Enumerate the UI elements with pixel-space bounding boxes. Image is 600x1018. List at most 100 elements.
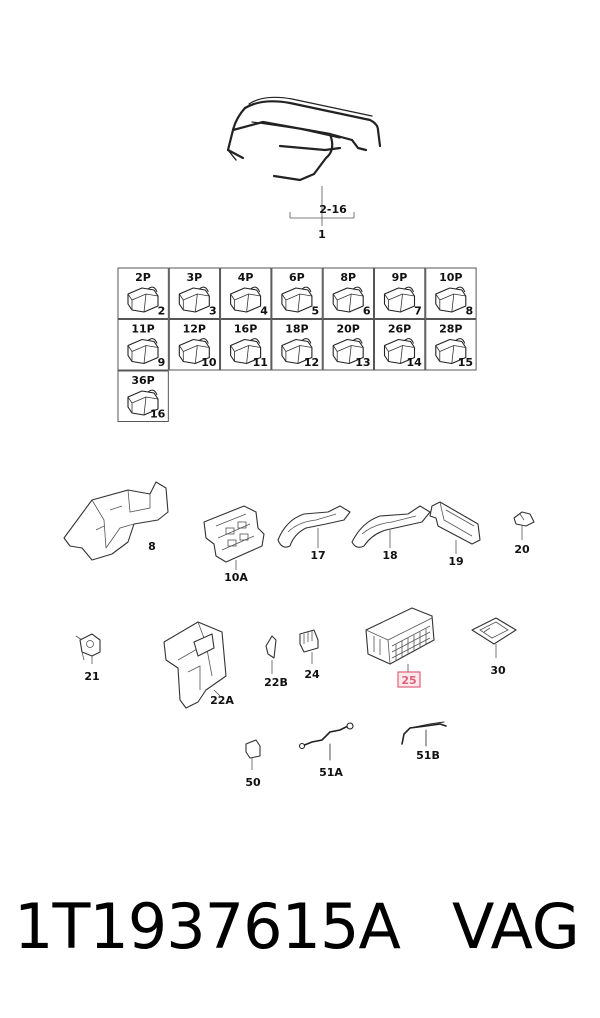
connector-cell: 4P 4	[220, 267, 272, 319]
connector-icon	[332, 338, 364, 365]
connector-item-number: 3	[209, 305, 217, 318]
connector-pin-count: 9P	[392, 271, 408, 284]
connector-cell: 2P 2	[117, 267, 169, 319]
part-22a-drawing	[163, 621, 227, 709]
connector-icon	[230, 286, 262, 313]
label-part-50: 50	[245, 776, 261, 789]
label-part-21: 21	[84, 670, 99, 683]
connector-pin-count: 8P	[340, 271, 356, 284]
connector-cell: 28P 15	[425, 319, 477, 371]
connector-pin-count: 28P	[439, 323, 462, 336]
label-part-19: 19	[448, 555, 463, 568]
connector-cell: 16P 11	[220, 319, 272, 371]
label-part-10a: 10A	[224, 571, 248, 584]
label-part-24: 24	[304, 668, 320, 681]
part-10a-drawing	[203, 505, 265, 570]
connector-cell: 6P 5	[271, 267, 323, 319]
connector-icon	[127, 389, 159, 416]
connector-pin-count: 11P	[131, 323, 154, 336]
label-wire-range: 2-16	[319, 203, 347, 216]
connector-pin-count: 12P	[183, 323, 206, 336]
part-24-drawing	[299, 629, 319, 664]
label-part-17: 17	[310, 549, 325, 562]
connector-cell: 20P 13	[322, 319, 374, 371]
connector-cell: 36P 16	[117, 370, 169, 422]
connector-cell: 9P 7	[374, 267, 426, 319]
part-20-drawing	[513, 511, 535, 540]
connector-pin-count: 36P	[131, 374, 154, 387]
connector-item-number: 7	[414, 305, 422, 318]
connector-pin-count: 3P	[186, 271, 202, 284]
connector-icon	[383, 286, 416, 313]
connector-icon	[383, 338, 416, 365]
label-part-51a: 51A	[319, 766, 343, 779]
connector-cell: 8P 6	[322, 267, 374, 319]
part-number: 1T1937615A	[14, 890, 401, 963]
connector-icon	[127, 286, 159, 313]
connector-item-number: 16	[150, 408, 166, 421]
label-part-20: 20	[514, 543, 530, 556]
connector-item-number: 13	[355, 356, 370, 369]
connector-cell: 3P 3	[168, 267, 221, 319]
label-part-22a: 22A	[210, 694, 234, 707]
part-17-drawing	[277, 505, 351, 548]
connector-grid: 2P23P34P46P58P69P710P811P912P1016P1118P1…	[117, 267, 477, 422]
connector-icon	[230, 338, 262, 365]
connector-icon	[178, 338, 210, 365]
connector-item-number: 10	[201, 356, 217, 369]
connector-item-number: 12	[304, 356, 319, 369]
connector-cell: 18P 12	[271, 319, 323, 371]
connector-icon	[178, 286, 210, 313]
part-21-drawing	[75, 633, 101, 664]
connector-cell: 12P 10	[168, 319, 221, 371]
label-part-30: 30	[490, 664, 506, 677]
connector-icon	[281, 286, 313, 313]
connector-icon	[435, 338, 467, 365]
connector-pin-count: 16P	[234, 323, 257, 336]
connector-cell: 11P 9	[117, 319, 169, 371]
connector-icon	[332, 286, 364, 313]
part-8-drawing	[63, 481, 169, 561]
connector-item-number: 15	[458, 356, 473, 369]
part-25-highlight-box	[397, 671, 421, 688]
connector-pin-count: 20P	[337, 323, 360, 336]
connector-icon	[435, 286, 467, 313]
connector-pin-count: 10P	[439, 271, 462, 284]
connector-icon	[281, 338, 313, 365]
label-part-51b: 51B	[416, 749, 440, 762]
label-wire-harness: 1	[318, 228, 326, 241]
connector-item-number: 8	[465, 305, 473, 318]
label-part-8: 8	[148, 540, 156, 553]
part-51b-drawing	[401, 721, 447, 747]
part-19-drawing	[429, 501, 481, 554]
brand-name: VAG	[452, 890, 580, 963]
connector-item-number: 5	[312, 305, 320, 318]
label-part-18: 18	[382, 549, 397, 562]
connector-cell: 10P 8	[425, 267, 477, 319]
connector-item-number: 14	[406, 356, 422, 369]
connector-item-number: 4	[260, 305, 268, 318]
part-30-drawing	[471, 617, 517, 658]
part-22b-drawing	[265, 635, 277, 674]
connector-pin-count: 26P	[388, 323, 411, 336]
connector-item-number: 6	[363, 305, 371, 318]
connector-pin-count: 4P	[238, 271, 254, 284]
connector-item-number: 11	[253, 356, 268, 369]
wire-harness-leader	[289, 186, 355, 226]
connector-pin-count: 18P	[285, 323, 308, 336]
part-51a-drawing	[298, 722, 354, 761]
part-25-drawing	[365, 607, 435, 672]
connector-cell: 26P 14	[374, 319, 426, 371]
label-part-25: 25	[401, 674, 416, 687]
connector-pin-count: 2P	[135, 271, 151, 284]
wire-harness-drawing	[226, 96, 382, 182]
footer: 1T1937615A VAG	[0, 890, 600, 980]
part-50-drawing	[245, 739, 261, 770]
part-18-drawing	[351, 505, 431, 548]
connector-item-number: 2	[158, 305, 166, 318]
connector-icon	[127, 338, 159, 365]
label-part-22b: 22B	[264, 676, 288, 689]
connector-pin-count: 6P	[289, 271, 305, 284]
connector-item-number: 9	[158, 356, 166, 369]
